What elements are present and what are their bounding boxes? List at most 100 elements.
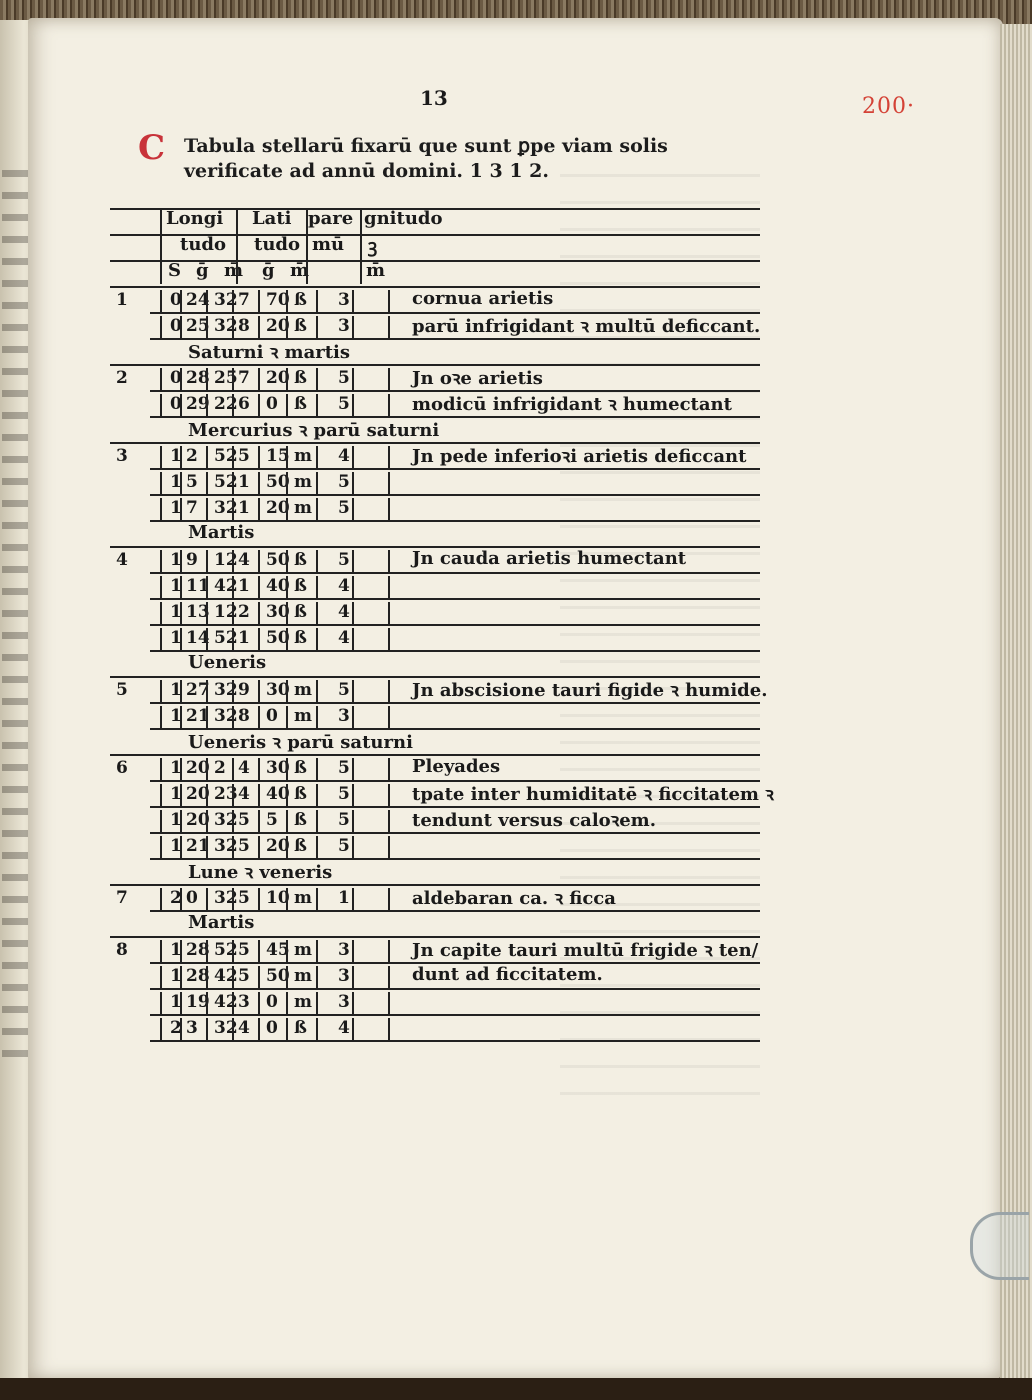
header-cell: pare <box>308 208 354 229</box>
table-cell: 30 <box>266 680 290 700</box>
column-divider <box>206 368 208 390</box>
column-divider <box>180 290 182 312</box>
table-cell: 52 <box>214 472 238 492</box>
table-cell: 5 <box>238 836 250 856</box>
column-divider <box>388 394 390 416</box>
column-divider <box>258 628 260 650</box>
column-divider <box>160 472 162 494</box>
column-divider <box>160 368 162 390</box>
star-description: Jn oꝛe arietis <box>412 368 543 389</box>
table-cell: 42 <box>214 992 238 1012</box>
table-cell: 32 <box>214 706 238 726</box>
table-cell: 28 <box>186 966 210 986</box>
header-cell: tudo <box>254 234 300 255</box>
column-divider <box>160 992 162 1014</box>
column-divider <box>316 992 318 1014</box>
column-divider <box>316 446 318 468</box>
table-rule <box>110 754 760 756</box>
table-cell: 1 <box>238 628 250 648</box>
table-rule <box>110 442 760 444</box>
table-cell: 6 <box>238 394 250 414</box>
table-cell: 4 <box>338 446 350 466</box>
column-divider <box>232 784 234 806</box>
table-cell: 3 <box>338 992 350 1012</box>
star-description: tpate inter humiditatē ꝛ ficcitatem ꝛ <box>412 784 774 805</box>
group-label: Martis <box>188 912 255 933</box>
column-divider <box>258 446 260 468</box>
column-divider <box>258 394 260 416</box>
table-rule <box>110 286 760 288</box>
table-cell: 32 <box>214 836 238 856</box>
column-divider <box>316 758 318 780</box>
column-divider <box>160 498 162 520</box>
column-divider <box>232 758 234 780</box>
table-cell: 0 <box>170 290 182 310</box>
column-divider <box>316 1018 318 1040</box>
column-divider <box>316 576 318 598</box>
table-cell: 5 <box>238 810 250 830</box>
column-divider <box>160 758 162 780</box>
table-cell: 24 <box>186 290 210 310</box>
table-cell: ß <box>294 394 307 414</box>
column-divider <box>286 888 288 910</box>
column-divider <box>352 368 354 390</box>
column-divider <box>360 210 362 284</box>
column-divider <box>316 836 318 858</box>
column-divider <box>258 290 260 312</box>
table-cell: 32 <box>214 810 238 830</box>
table-cell: 1 <box>170 628 182 648</box>
column-divider <box>388 810 390 832</box>
table-cell: 1 <box>238 498 250 518</box>
facing-page-text-bleed <box>2 170 32 1070</box>
table-cell: 1 <box>170 550 182 570</box>
table-rule <box>110 260 760 262</box>
table-cell: ß <box>294 628 307 648</box>
table-cell: 4 <box>338 1018 350 1038</box>
table-cell: 5 <box>238 446 250 466</box>
page <box>28 18 1003 1380</box>
column-divider <box>206 576 208 598</box>
column-divider <box>160 680 162 702</box>
star-description: Jn capite tauri multū frigide ꝛ ten/ <box>412 940 759 961</box>
column-divider <box>232 1018 234 1040</box>
column-divider <box>352 576 354 598</box>
group-label: Saturni ꝛ martis <box>188 342 351 363</box>
table-cell: 1 <box>170 602 182 622</box>
header-unit: ḡ <box>196 260 209 281</box>
column-divider <box>286 1018 288 1040</box>
column-divider <box>160 576 162 598</box>
column-divider <box>180 628 182 650</box>
table-rule <box>150 312 760 314</box>
table-rule <box>150 416 760 418</box>
column-divider <box>316 888 318 910</box>
column-divider <box>352 498 354 520</box>
column-divider <box>232 940 234 962</box>
header-cell: gnitudo <box>364 208 443 229</box>
table-cell: ß <box>294 836 307 856</box>
table-cell: 50 <box>266 550 290 570</box>
table-cell: 2 <box>170 1018 182 1038</box>
table-cell: 7 <box>238 368 250 388</box>
table-cell: 5 <box>238 888 250 908</box>
table-cell: 1 <box>170 446 182 466</box>
column-divider <box>232 680 234 702</box>
column-divider <box>286 784 288 806</box>
table-cell: 2 <box>238 602 250 622</box>
star-description: parū infrigidant ꝛ multū deficcant. <box>412 316 761 337</box>
column-divider <box>160 210 162 284</box>
table-rule <box>150 910 760 912</box>
column-divider <box>316 628 318 650</box>
column-divider <box>352 680 354 702</box>
table-cell: 25 <box>214 368 238 388</box>
star-description: aldebaran ca. ꝛ ficca <box>412 888 616 909</box>
table-cell: 0 <box>266 1018 278 1038</box>
table-cell: 19 <box>186 992 210 1012</box>
column-divider <box>388 576 390 598</box>
table-cell: 50 <box>266 472 290 492</box>
column-divider <box>180 498 182 520</box>
row-number: 6 <box>116 758 128 778</box>
table-cell: 1 <box>170 706 182 726</box>
column-divider <box>316 784 318 806</box>
row-number: 3 <box>116 446 128 466</box>
table-cell: 15 <box>266 446 290 466</box>
